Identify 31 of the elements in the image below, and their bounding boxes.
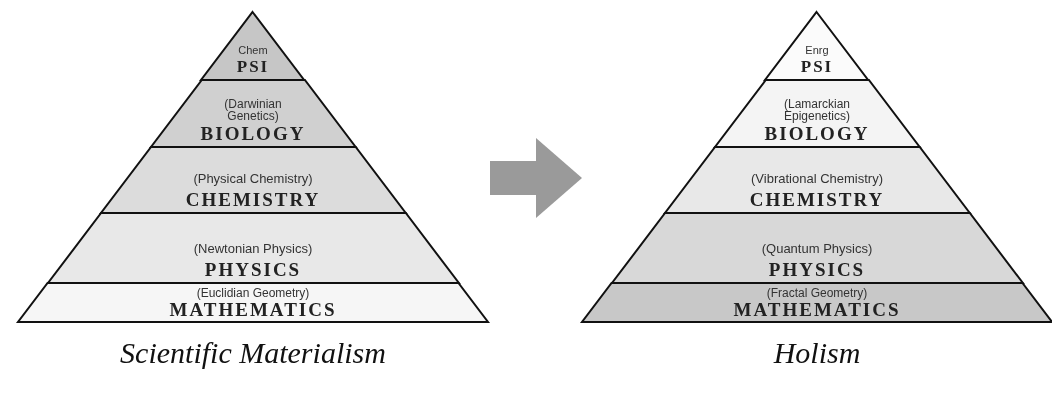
pyramid-layer (664, 147, 970, 213)
layer-title: PHYSICS (768, 260, 866, 280)
layer-title: PSI (800, 57, 834, 77)
layer-subtitle: (Fractal Geometry) (766, 287, 868, 300)
pyramid-caption: Holism (772, 336, 862, 370)
layer-subtitle: Chem (238, 43, 268, 57)
pyramid-layer (47, 213, 459, 283)
layer-subtitle: (Vibrational Chemistry) (751, 172, 883, 186)
layer-title: CHEMISTRY (185, 190, 321, 210)
pyramid-layer (100, 147, 406, 213)
layer-subtitle: (Physical Chemistry) (193, 172, 313, 186)
layer-title: PHYSICS (204, 260, 302, 280)
layer-subtitle: (Quantum Physics) (761, 242, 873, 256)
layer-title: CHEMISTRY (749, 190, 885, 210)
layer-title: BIOLOGY (764, 124, 870, 144)
layer-subtitle: (Euclidian Geometry) (196, 287, 310, 300)
layer-subtitle: (Darwinian Genetics) (223, 98, 283, 122)
pyramid-layer (611, 213, 1023, 283)
layer-subtitle: Enrg (805, 43, 829, 57)
pyramid-layer (18, 283, 488, 322)
pyramid-layer (150, 80, 356, 147)
pyramid-layer (582, 283, 1052, 322)
layer-title: PSI (236, 57, 270, 77)
pyramid-caption: Scientific Materialism (119, 336, 387, 370)
layer-subtitle: (Newtonian Physics) (193, 242, 313, 256)
pyramid-layer (714, 80, 920, 147)
layer-title: BIOLOGY (200, 124, 306, 144)
layer-title: MATHEMATICS (733, 300, 901, 319)
block-arrow (490, 138, 582, 218)
layer-subtitle: (Lamarckian Epigenetics) (782, 98, 851, 122)
layer-title: MATHEMATICS (169, 300, 337, 319)
